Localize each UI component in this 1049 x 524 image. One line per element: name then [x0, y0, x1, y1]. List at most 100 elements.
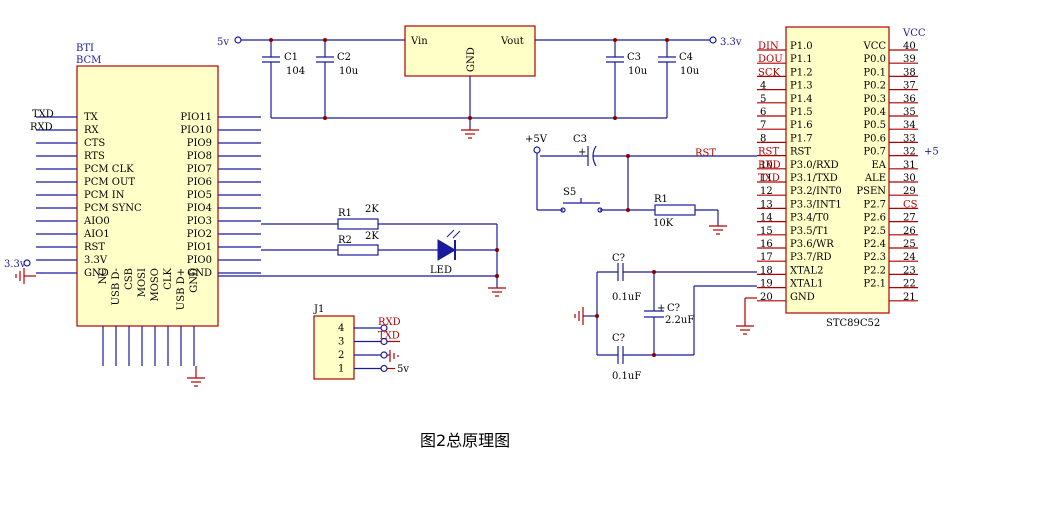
- mcu-pin-right-num: 34: [903, 120, 916, 131]
- bt-ground-left: [15, 268, 36, 284]
- power-in-terminal: [234, 36, 242, 44]
- bt-pin-left: PCM OUT: [84, 177, 135, 188]
- mcu-pin-right-name: P0.1: [863, 67, 886, 78]
- j1-vcc-label: 5v: [397, 364, 409, 375]
- mcu-left-pins: P1.0DINP1.1DOUP1.2SCKP1.34P1.45P1.56P1.6…: [757, 41, 842, 303]
- bt-pin-bottom: GND: [189, 268, 200, 293]
- r2-ref: R2: [338, 235, 352, 246]
- bt-pin-bottom: CSB: [124, 268, 135, 290]
- mcu-pin-left-name: P1.4: [790, 94, 813, 105]
- mcu-pin-left-name: P1.2: [790, 67, 813, 78]
- j1-pin-num: 4: [338, 323, 344, 334]
- bt-pin-right: PIO1: [187, 242, 212, 253]
- j1-pin-num: 2: [338, 350, 344, 361]
- bt-pin-left: RTS: [84, 151, 105, 162]
- mcu-pin-right-name: P0.5: [863, 120, 886, 131]
- c3-ref: C3: [627, 52, 641, 63]
- mcu-pin-right-num: 30: [903, 173, 916, 184]
- c4-ref: C4: [679, 52, 693, 63]
- bt-pin-left: PCM SYNC: [84, 203, 142, 214]
- mcu-pin-left-num: 4: [760, 81, 766, 92]
- reg-vout: Vout: [500, 36, 524, 47]
- crystal-section: C? 0.1uF + C? 2.2uF C? 0.1uF: [574, 253, 757, 382]
- mcu-pin-left-name: P3.6/WR: [790, 239, 834, 250]
- bt-ground-bottom: [187, 366, 205, 387]
- reset-resistor-ref: R1: [654, 194, 668, 205]
- figure-caption: 图2总原理图: [420, 431, 510, 450]
- mcu-pin-right-num: 33: [903, 133, 916, 144]
- mcu-pin-left-name: GND: [790, 292, 815, 303]
- mcu-pin-left-name: P1.0: [790, 41, 813, 52]
- c-top-ref: C?: [612, 253, 625, 264]
- mcu-pin-left-num: 17: [760, 252, 773, 263]
- c-mid-val: 2.2uF: [665, 315, 694, 326]
- mcu-pin-right-num: 21: [903, 292, 916, 303]
- mcu-pin-left-name: P3.3/INT1: [790, 199, 842, 210]
- mcu-pin-right-name: P2.3: [863, 252, 886, 263]
- bt-name: BCM: [76, 55, 101, 66]
- bt-ext-rxd: RXD: [30, 122, 53, 133]
- j1-pin-num: 1: [338, 364, 344, 375]
- mcu-pin-right-num: 32: [903, 147, 916, 158]
- r1-ref: R1: [338, 208, 352, 219]
- mcu-pin-right-name: EA: [871, 160, 886, 171]
- led-resistor-r1: [337, 218, 379, 230]
- bt-pin-left: RX: [84, 125, 100, 136]
- mcu-pin-right-name: ALE: [864, 173, 886, 184]
- bt-pin-bottom: MOSI: [137, 268, 148, 297]
- crystal-ground: [574, 307, 584, 325]
- reset-section: +5V C3 + RST S5 R1 10K: [525, 134, 757, 235]
- c-mid-ref: C?: [667, 303, 680, 314]
- bt-pin-right: PIO10: [180, 125, 212, 136]
- mcu-pin-right-num: 37: [903, 81, 916, 92]
- bt-pin-left: PCM IN: [84, 190, 125, 201]
- mcu-pin-right-name: P2.6: [863, 213, 886, 224]
- bt-right-pins: PIO11PIO10PIO9PIO8PIO7PIO6PIO5PIO4PIO3PI…: [180, 112, 261, 279]
- led-diode: [437, 239, 456, 261]
- mcu-pin-left-name: P1.3: [790, 81, 813, 92]
- mcu-section: VCC STC89C52 P1.0DINP1.1DOUP1.2SCKP1.34P…: [736, 26, 939, 335]
- mcu-pin-left-name: P3.5/T1: [790, 226, 829, 237]
- mcu-pin-left-num: 12: [760, 186, 773, 197]
- mcu-pin-right-num: 31: [903, 160, 916, 171]
- power-section: 5v Vin Vout GND 3.3v C1 104: [217, 25, 742, 139]
- bt-pin-left: RST: [84, 242, 105, 253]
- reg-gnd: GND: [466, 47, 477, 72]
- mcu-pin-left-name: XTAL1: [790, 279, 823, 290]
- bt-pin-right: PIO8: [187, 151, 212, 162]
- mcu-pin-left-name: P1.7: [790, 133, 813, 144]
- reset-cap-pol: +: [578, 147, 586, 158]
- reset-net-label: RST: [695, 148, 716, 159]
- mcu-pin-right-num: 35: [903, 107, 916, 118]
- mcu-pin-left-net: DIN: [758, 41, 779, 52]
- mcu-pin-left-net: RXD: [758, 160, 781, 171]
- mcu-ground: [736, 297, 757, 335]
- bt-pin-left: 3.3V: [84, 255, 108, 266]
- mcu-pin-left-num: 16: [760, 239, 773, 250]
- mcu-pin-left-name: P3.0/RXD: [790, 160, 839, 171]
- mcu-pin-left-num: 19: [760, 279, 773, 290]
- bt-pin-left: TX: [84, 112, 99, 123]
- mcu-name: STC89C52: [826, 318, 880, 329]
- mcu-pin-left-name: P1.1: [790, 54, 813, 65]
- bt-pin-bottom: USB D+: [176, 268, 187, 310]
- power-out-label: 3.3v: [720, 37, 742, 48]
- reset-switch-ref: S5: [563, 187, 576, 198]
- mcu-pin-left-name: P1.6: [790, 120, 813, 131]
- mcu-pin-left-num: 6: [760, 107, 766, 118]
- mcu-pin-left-net: RST: [758, 147, 779, 158]
- c-mid-pol: +: [657, 303, 665, 314]
- c-bot-val: 0.1uF: [612, 371, 641, 382]
- led-ground: [488, 287, 506, 297]
- mcu-pin-left-num: 10: [760, 160, 773, 171]
- mcu-pin-right-num: 22: [903, 279, 916, 290]
- j1-body: [313, 315, 355, 380]
- j1-pin-num: 3: [338, 337, 344, 348]
- mcu-pin-left-net: TXD: [758, 173, 780, 184]
- mcu-pin-left-num: 5: [760, 94, 766, 105]
- mcu-pin-right-name: P2.2: [863, 265, 886, 276]
- bt-pin-right: PIO4: [187, 203, 212, 214]
- mcu-pin-right-num: 27: [903, 213, 916, 224]
- j1-ground: [389, 350, 399, 362]
